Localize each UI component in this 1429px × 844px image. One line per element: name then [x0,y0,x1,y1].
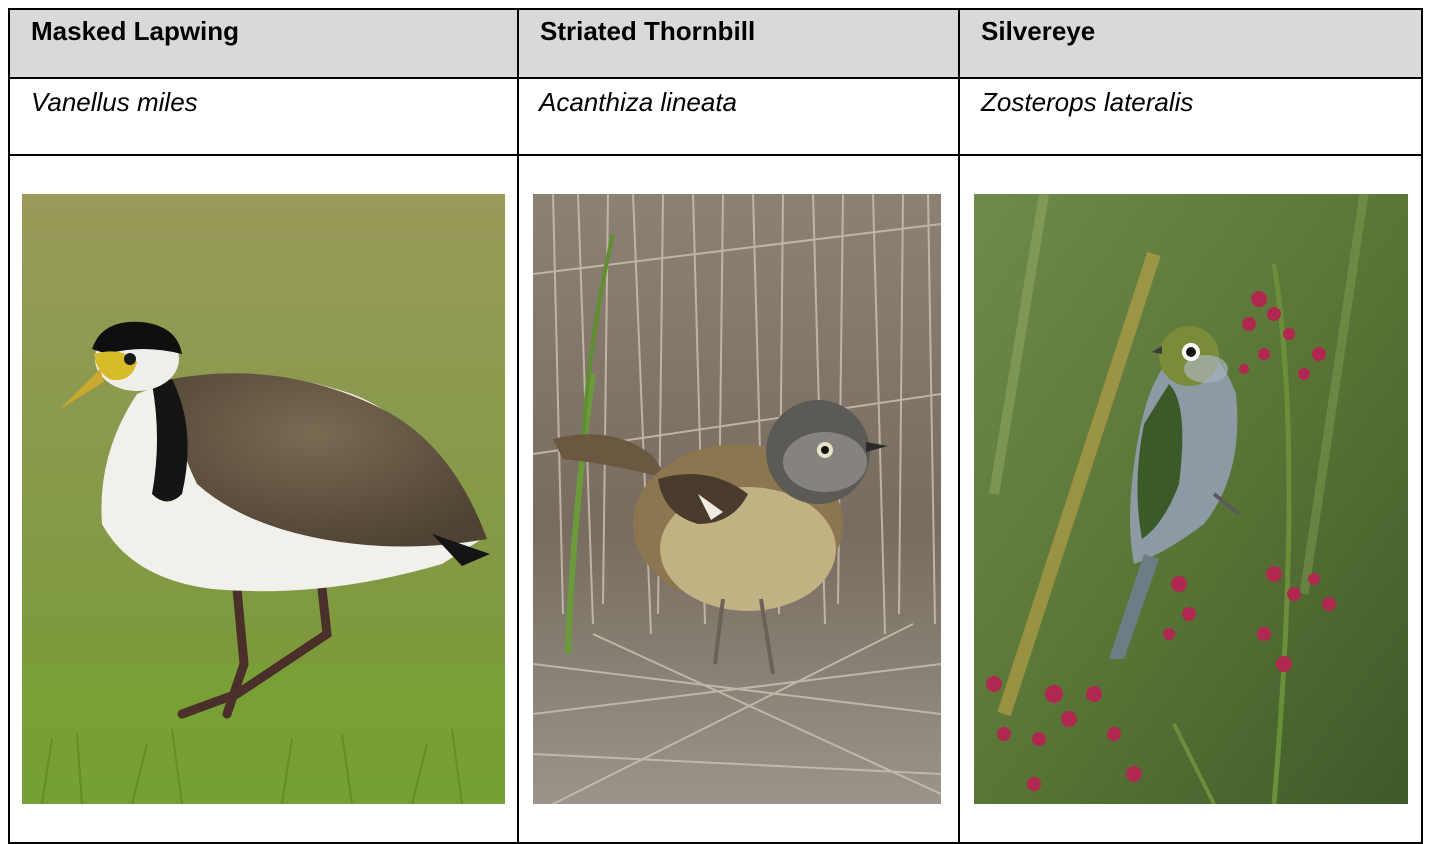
scientific-name: Acanthiza lineata [539,87,738,117]
scientific-name: Zosterops lateralis [981,87,1194,117]
common-name: Silvereye [981,16,1096,46]
header-cell: Striated Thornbill [517,8,960,79]
masked-lapwing-photo [22,194,505,804]
scientific-row: Vanellus miles Acanthiza lineata Zostero… [8,77,1423,156]
scientific-cell: Vanellus miles [8,77,519,156]
scientific-name: Vanellus miles [31,87,198,117]
scientific-cell: Acanthiza lineata [517,77,960,156]
striated-thornbill-photo [533,194,941,804]
header-cell: Masked Lapwing [8,8,519,79]
bird-table: Masked Lapwing Striated Thornbill Silver… [8,8,1423,844]
common-name: Striated Thornbill [540,16,756,46]
photo-row [8,154,1423,844]
header-row: Masked Lapwing Striated Thornbill Silver… [8,8,1423,79]
silvereye-photo [974,194,1408,804]
common-name: Masked Lapwing [31,16,240,46]
photo-cell [958,154,1423,844]
header-cell: Silvereye [958,8,1423,79]
scientific-cell: Zosterops lateralis [958,77,1423,156]
photo-cell [517,154,960,844]
photo-cell [8,154,519,844]
